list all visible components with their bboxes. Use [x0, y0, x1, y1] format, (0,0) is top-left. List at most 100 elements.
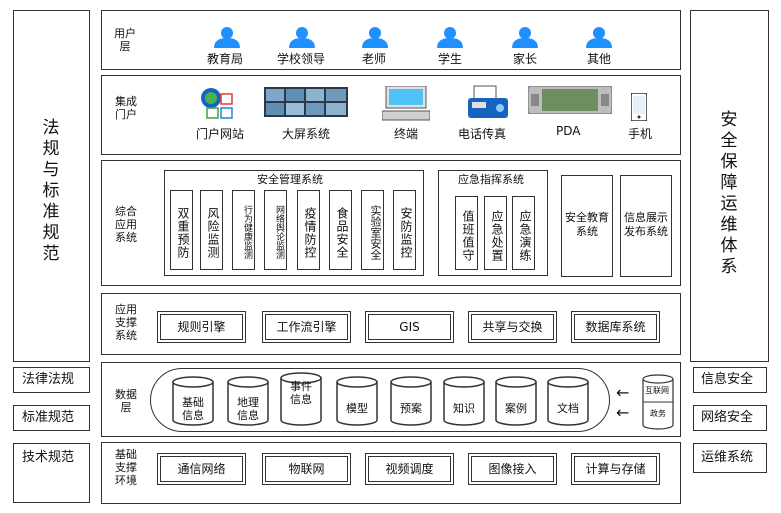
support-item-label: GIS [399, 320, 420, 334]
info-display-system[interactable] [620, 175, 672, 277]
support-item-label: 共享与交换 [482, 320, 543, 334]
safety-education-label: 安全教育系统 [565, 211, 609, 238]
phone-label: 手机 [628, 127, 653, 141]
fax-label: 电话传真 [458, 127, 507, 141]
user-label: 老师 [362, 52, 387, 66]
support-item[interactable] [262, 311, 351, 343]
pda-icon [528, 86, 612, 114]
data-store-icon[interactable] [495, 376, 537, 426]
infra-item-label: 图像接入 [488, 462, 537, 476]
safety-item[interactable]: 疫情防控 [297, 190, 320, 270]
user-icon [586, 27, 612, 48]
tech-specs-box[interactable] [13, 443, 90, 503]
portal-icon [201, 88, 233, 119]
regulations-title: 法规与标准规范 [42, 118, 60, 264]
support-item[interactable] [157, 311, 246, 343]
safety-item[interactable]: 行为健康监测 [232, 190, 255, 270]
laws-box[interactable] [13, 367, 90, 393]
tech-specs-label: 技术规范 [22, 450, 75, 465]
user-label: 家长 [513, 52, 538, 66]
portal-layer-label: 集成门户 [115, 95, 137, 121]
safety-group-title: 安全管理系统 [257, 173, 323, 186]
pda-label: PDA [556, 124, 581, 138]
emergency-group-title: 应急指挥系统 [458, 173, 524, 186]
big-screen-icon [264, 87, 348, 117]
info-display-label: 信息展示发布系统 [624, 211, 668, 238]
external-source-icon [642, 374, 674, 430]
data-container [150, 368, 610, 432]
user-label: 教育局 [207, 52, 244, 66]
support-item-label: 规则引擎 [177, 320, 226, 334]
info-security-box[interactable] [693, 367, 767, 393]
safety-item[interactable]: 风险监测 [200, 190, 223, 270]
emergency-item[interactable]: 应急处置 [484, 196, 507, 270]
terminal-icon [382, 86, 430, 121]
big-screen-label: 大屏系统 [282, 127, 331, 141]
safety-item[interactable]: 网络舆论监测 [264, 190, 287, 270]
infra-item-label: 物联网 [288, 462, 325, 476]
data-store-label: 案例 [505, 402, 527, 415]
support-layer [101, 293, 681, 355]
infra-item[interactable] [571, 453, 660, 485]
support-item[interactable] [365, 311, 454, 343]
infra-item[interactable] [157, 453, 246, 485]
data-store-label: 基础信息 [182, 396, 204, 422]
network-security-box[interactable] [693, 405, 767, 431]
infra-item-label: 视频调度 [385, 462, 434, 476]
safety-item[interactable]: 安防监控 [393, 190, 416, 270]
safety-education-system[interactable] [561, 175, 613, 277]
data-store-label: 模型 [346, 402, 368, 415]
data-store-icon[interactable] [227, 376, 269, 426]
user-icon [512, 27, 538, 48]
infra-item[interactable] [262, 453, 351, 485]
security-ops-title: 安全保障运维体系 [720, 110, 738, 277]
regulations-panel [13, 10, 90, 362]
app-layer-label: 综合应用系统 [115, 205, 137, 244]
data-store-icon[interactable] [390, 376, 432, 426]
infra-item-label: 通信网络 [177, 462, 226, 476]
data-store-icon[interactable] [280, 372, 322, 426]
security-ops-panel [690, 10, 769, 362]
data-store-icon[interactable] [443, 376, 485, 426]
user-label: 其他 [587, 52, 612, 66]
safety-item[interactable]: 食品安全 [329, 190, 352, 270]
user-label: 学校领导 [277, 52, 326, 66]
support-item-label: 工作流引擎 [276, 320, 337, 334]
infra-item-label: 计算与存储 [585, 462, 646, 476]
user-icon [437, 27, 463, 48]
user-label: 学生 [438, 52, 463, 66]
emergency-item[interactable]: 应急演练 [512, 196, 535, 270]
safety-item[interactable]: 实验室安全 [361, 190, 384, 270]
laws-label: 法律法规 [22, 372, 75, 387]
fax-icon [468, 85, 508, 118]
user-layer [101, 10, 681, 70]
data-store-label: 文档 [557, 402, 579, 415]
data-store-label: 预案 [400, 402, 422, 415]
data-store-label: 知识 [453, 402, 475, 415]
info-security-label: 信息安全 [701, 372, 754, 387]
internet-source-label: 互联网 [645, 386, 669, 395]
ops-system-box[interactable] [693, 443, 767, 473]
support-item[interactable] [571, 311, 660, 343]
arrow-left-icon: ← [616, 383, 630, 402]
infra-item[interactable] [365, 453, 454, 485]
terminal-label: 终端 [394, 127, 419, 141]
infra-item[interactable] [468, 453, 557, 485]
emergency-item[interactable]: 值班值守 [455, 196, 478, 270]
standards-box[interactable] [13, 405, 90, 431]
ops-system-label: 运维系统 [701, 450, 754, 465]
safety-item[interactable]: 双重预防 [170, 190, 193, 270]
standards-label: 标准规范 [22, 410, 75, 425]
user-icon [214, 27, 240, 48]
data-store-icon[interactable] [547, 376, 589, 426]
data-layer-label: 数据层 [115, 388, 137, 414]
data-store-label: 地理信息 [237, 396, 259, 422]
data-store-icon[interactable] [172, 376, 214, 426]
user-icon [362, 27, 388, 48]
data-store-icon[interactable] [336, 376, 378, 426]
portal-label: 门户网站 [196, 127, 245, 141]
phone-icon [631, 93, 647, 121]
gov-source-label: 政务 [650, 409, 666, 418]
support-item[interactable] [468, 311, 557, 343]
arrow-left-icon: ← [616, 403, 630, 422]
